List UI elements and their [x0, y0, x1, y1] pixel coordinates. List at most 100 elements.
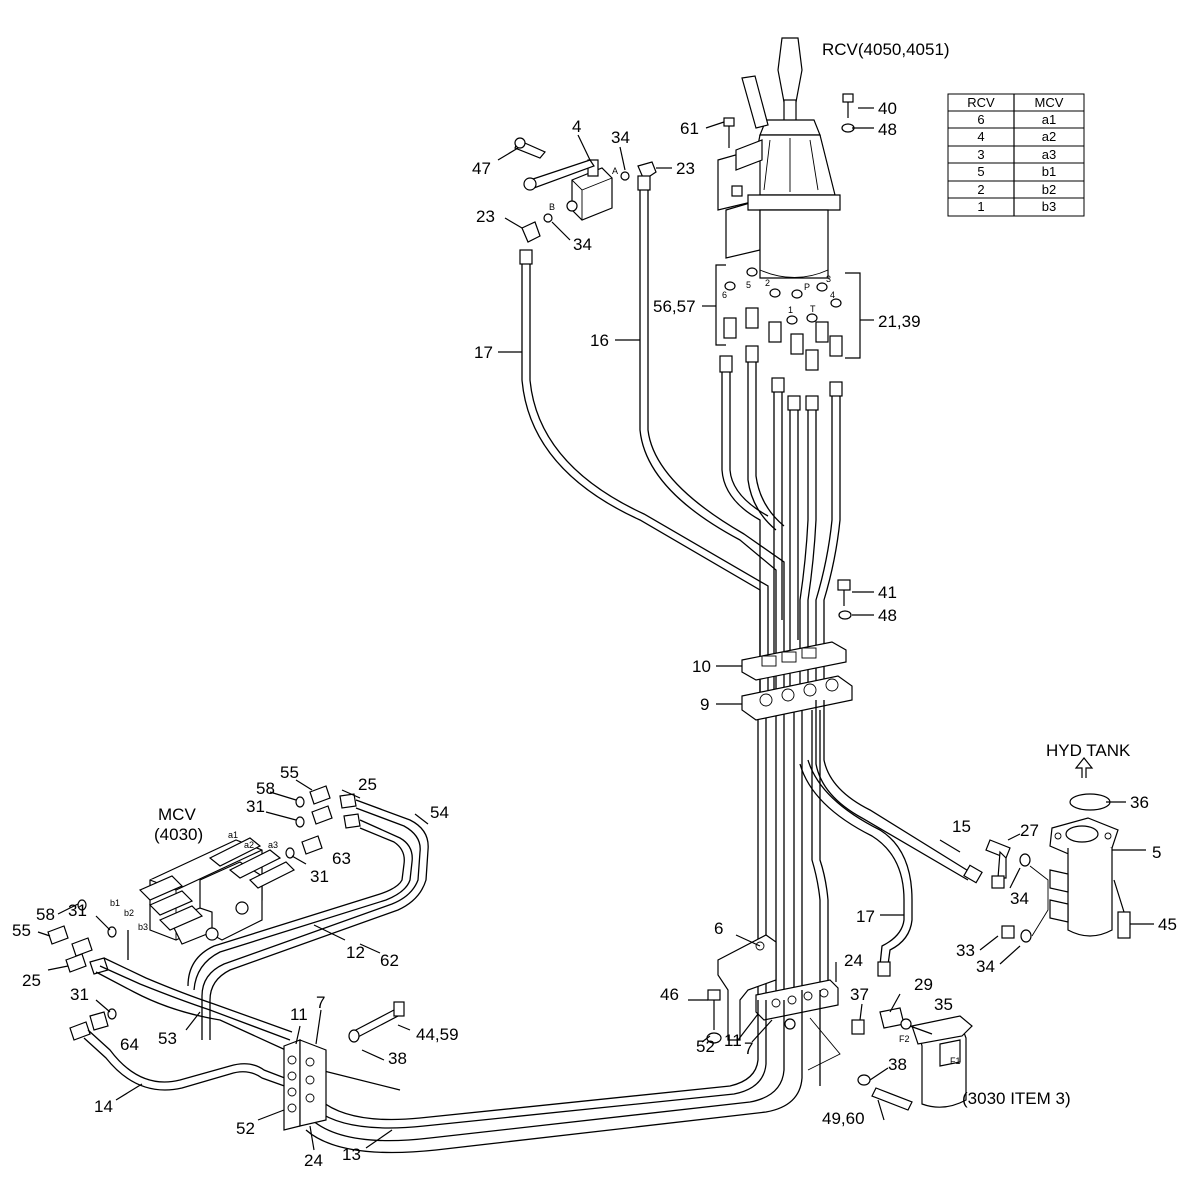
bolt-45 [1113, 879, 1131, 939]
rcv-port-fittings: 6 5 2 1 3 4 P T [722, 267, 843, 371]
table-cell: 2 [977, 182, 984, 197]
rcv-joystick [717, 37, 841, 279]
hyd-tank-label: HYD TANK [1046, 741, 1131, 760]
callout-label: 34 [1010, 889, 1029, 908]
callout-label: 54 [430, 803, 449, 822]
callout-label: 40 [878, 99, 897, 118]
callout-label: 38 [888, 1055, 907, 1074]
filter-reference: (3030 ITEM 3) [962, 1089, 1071, 1108]
hose-bundle-vertical [719, 345, 843, 1000]
mcv-port-label: a2 [244, 840, 254, 850]
table-cell: 4 [977, 129, 984, 144]
hose-15 [815, 700, 983, 884]
callout-label: 48 [878, 606, 897, 625]
callout-label: 55 [12, 921, 31, 940]
rcv-port-t-label: T [810, 304, 816, 314]
valve-port-b-label: B [549, 202, 555, 212]
table-cell: b2 [1042, 182, 1056, 197]
bracket-56-57 [715, 264, 726, 346]
callout-label: 13 [342, 1145, 361, 1164]
callout-label: 49,60 [822, 1109, 865, 1128]
filter-assembly: F1 F2 [851, 1007, 973, 1111]
hose-16 [637, 175, 785, 700]
mcv-title: MCV [158, 805, 196, 824]
bolt-46 [706, 989, 722, 1044]
callout-label: 15 [952, 817, 971, 836]
filter-f2-label: F2 [899, 1034, 910, 1044]
callout-label: 62 [380, 951, 399, 970]
callout-label: 7 [316, 993, 325, 1012]
callout-label: 63 [332, 849, 351, 868]
mcv-port-label: b3 [138, 922, 148, 932]
callout-label: 23 [676, 159, 695, 178]
bracket-6 [717, 934, 777, 1041]
callout-label: 34 [611, 128, 630, 147]
callout-label: 25 [22, 971, 41, 990]
table-cell: 3 [977, 147, 984, 162]
callout-label: 38 [388, 1049, 407, 1068]
callout-label: 53 [158, 1029, 177, 1048]
clamp-right [755, 979, 839, 1030]
mcv-fittings [47, 785, 361, 1041]
selector-valve: A B [514, 137, 657, 243]
hose-17-upper [519, 249, 769, 700]
bracket-21-39 [845, 272, 861, 359]
callout-label: 11 [290, 1005, 308, 1024]
callout-label: 45 [1158, 915, 1177, 934]
callout-label: 10 [692, 657, 711, 676]
table-header-mcv: MCV [1035, 95, 1064, 110]
rcv-port-label: 4 [830, 290, 835, 300]
table-cell: a1 [1042, 112, 1056, 127]
callout-label: 48 [878, 120, 897, 139]
callout-label: 29 [914, 975, 933, 994]
callout-label: 52 [236, 1119, 255, 1138]
callout-label: 24 [844, 951, 863, 970]
clamp-left [283, 1039, 327, 1131]
rcv-port-label: 2 [765, 278, 770, 288]
callout-label: 64 [120, 1035, 139, 1054]
callout-numbers: 40 48 61 4 34 23 47 23 34 56,57 21,39 17… [12, 99, 1177, 1170]
callout-label: 27 [1020, 821, 1039, 840]
callout-label: 47 [472, 159, 491, 178]
callout-label: 58 [256, 779, 275, 798]
rcv-port-p-label: P [804, 282, 810, 292]
callout-label: 36 [1130, 793, 1149, 812]
callout-label: 24 [304, 1151, 323, 1170]
callout-label: 61 [680, 119, 699, 138]
callout-label: 31 [310, 867, 329, 886]
mcv-port-label: b1 [110, 898, 120, 908]
hose-17-lower [799, 759, 913, 977]
callout-label: 35 [934, 995, 953, 1014]
callout-label: 16 [590, 331, 609, 350]
callout-label: 58 [36, 905, 55, 924]
callout-label: 46 [660, 985, 679, 1004]
fitting-27 [985, 839, 1031, 889]
table-header-rcv: RCV [967, 95, 995, 110]
callout-label: 56,57 [653, 297, 696, 316]
callout-label: 14 [94, 1097, 113, 1116]
mcv-port-label: b2 [124, 908, 134, 918]
table-cell: a3 [1042, 147, 1056, 162]
table-cell: 1 [977, 199, 984, 214]
clamp-leader-line [807, 1017, 841, 1071]
mcv-valve: a1 a2 a3 b1 b2 b3 [110, 830, 296, 945]
callout-label: 31 [68, 901, 87, 920]
callout-label: 17 [856, 907, 875, 926]
valve-port-a-label: A [612, 166, 618, 176]
callout-label: 11 [724, 1031, 742, 1050]
table-cell: b1 [1042, 164, 1056, 179]
rcv-mcv-table: RCV MCV 6 a1 4 a2 3 a3 5 b1 2 b2 1 b3 [947, 93, 1085, 217]
callout-label: 31 [70, 985, 89, 1004]
rcv-port-label: 3 [826, 274, 831, 284]
callout-label: 4 [572, 117, 581, 136]
callout-label: 23 [476, 207, 495, 226]
rcv-port-label: 1 [788, 305, 793, 315]
callout-label: 44,59 [416, 1025, 459, 1044]
plate-10 [741, 641, 847, 681]
callout-label: 31 [246, 797, 265, 816]
callout-label: 34 [976, 957, 995, 976]
table-cell: b3 [1042, 199, 1056, 214]
bolt-41 [837, 579, 852, 620]
tank-arrow-icon [1074, 757, 1094, 778]
